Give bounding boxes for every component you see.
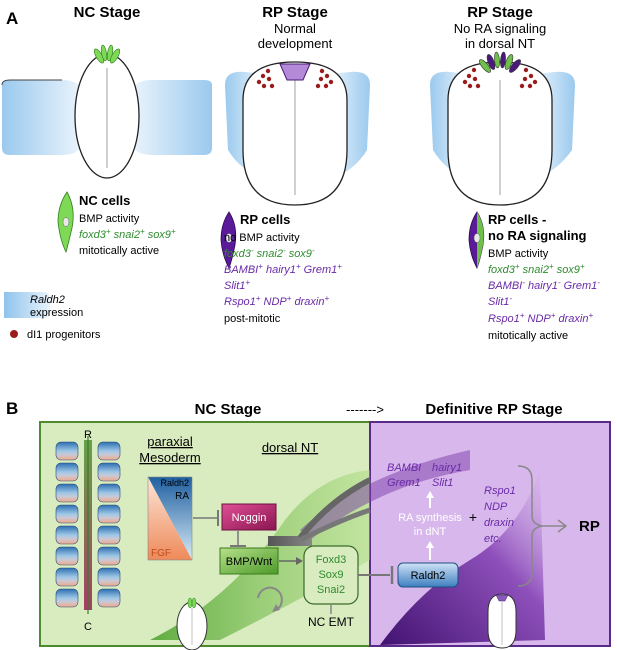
rp-nora-subtitle-2: in dorsal NT bbox=[465, 36, 535, 51]
grem1-label: Grem1 bbox=[387, 477, 421, 489]
plus-sign: + bbox=[469, 509, 477, 525]
bambi-label: BAMBI bbox=[387, 462, 421, 474]
rp-cells-line6: post-mitotic bbox=[224, 313, 281, 325]
embryo-axis-somites bbox=[55, 436, 121, 614]
rp-normal-subtitle-1: Normal bbox=[274, 21, 316, 36]
grad-raldh2-label: Raldh2 bbox=[160, 478, 189, 488]
bmp-to-foxd3-arrowhead bbox=[296, 557, 303, 565]
rp-cells-genes-rp3: Rspo1+ NDP+ draxin+ bbox=[224, 294, 329, 309]
rp-nora-heading-2: no RA signaling bbox=[488, 228, 587, 243]
rp-cells-genes-nc: foxd3- snai2- sox9- bbox=[224, 246, 315, 261]
grey-inhibition-bar bbox=[268, 477, 372, 546]
rp-normal-neural-tube-diagram bbox=[225, 61, 370, 206]
panel-b-label: B bbox=[6, 399, 18, 418]
rp-nora-line1: BMP activity bbox=[488, 248, 549, 260]
nc-emt-label: NC EMT bbox=[308, 615, 355, 629]
axis-caudal-label: C bbox=[84, 621, 92, 633]
rp-stage-nora-title: RP Stage bbox=[467, 4, 533, 21]
nc-cells-genes: foxd3+ snai2+ sox9+ bbox=[79, 227, 176, 242]
ra-synthesis-label-1: RA synthesis bbox=[398, 512, 462, 524]
sox9-label: Sox9 bbox=[318, 569, 343, 581]
nc-cells-line3: mitotically active bbox=[79, 245, 159, 257]
draxin-label: draxin bbox=[484, 517, 514, 529]
axis-rostral-label: R bbox=[84, 429, 92, 441]
panel-b-nc-stage-title: NC Stage bbox=[195, 401, 262, 418]
rp-neural-tube-small bbox=[487, 593, 517, 649]
nc-neural-tube-small bbox=[176, 597, 208, 650]
nc-cells-heading: NC cells bbox=[79, 193, 130, 208]
dorsal-nt-label: dorsal NT bbox=[262, 440, 318, 455]
rp-nora-heading-1: RP cells - bbox=[488, 212, 546, 227]
rp-cells-heading: RP cells bbox=[240, 212, 290, 227]
legend-raldh2-line1: Raldh2 bbox=[30, 294, 65, 306]
rp-nora-subtitle-1: No RA signaling bbox=[454, 21, 547, 36]
purple-wedge-upper bbox=[300, 450, 470, 540]
rp-nora-genes-nc: foxd3+ snai2+ sox9+ bbox=[488, 262, 585, 277]
grad-fgf-label: FGF bbox=[151, 548, 171, 559]
paraxial-label-1: paraxial bbox=[147, 434, 193, 449]
legend-raldh2-line2: expression bbox=[30, 307, 83, 319]
bmp-wnt-box bbox=[219, 547, 279, 575]
slit1-label: Slit1 bbox=[432, 477, 453, 489]
nc-cells-line1: BMP activity bbox=[79, 213, 140, 225]
etc-label: etc. bbox=[484, 533, 502, 545]
noggin-label: Noggin bbox=[232, 512, 267, 524]
rp-nora-line6: mitotically active bbox=[488, 330, 568, 342]
panel-b-definitive-title: Definitive RP Stage bbox=[425, 401, 562, 418]
rp-cell-nora-icon bbox=[468, 211, 485, 269]
paraxial-label-2: Mesoderm bbox=[139, 450, 200, 465]
nc-cell-icon bbox=[57, 191, 74, 254]
ra-synthesis-label-2: in dNT bbox=[414, 526, 447, 538]
nc-stage-title: NC Stage bbox=[74, 4, 141, 21]
grad-ra-label: RA bbox=[175, 491, 189, 502]
foxd3-label: Foxd3 bbox=[316, 554, 347, 566]
rp-stage-normal-title: RP Stage bbox=[262, 4, 328, 21]
rp-cells-genes-rp2: Slit1+ bbox=[224, 278, 250, 293]
ra-fgf-gradient-square bbox=[147, 476, 193, 561]
ndp-label: NDP bbox=[484, 501, 508, 513]
rp-normal-subtitle-2: development bbox=[258, 36, 333, 51]
cell-cycle-icon bbox=[257, 586, 283, 612]
nc-stage-neural-tube-diagram bbox=[1, 44, 212, 179]
raldh2-box-label: Raldh2 bbox=[411, 570, 446, 582]
stage-transition-arrow: -------> bbox=[346, 402, 384, 417]
rp-label: RP bbox=[579, 518, 600, 535]
rp-cell-icon bbox=[220, 211, 237, 269]
bmp-wnt-label: BMP/Wnt bbox=[226, 556, 272, 568]
rp-nora-genes-rp3: Rspo1+ NDP+ draxin+ bbox=[488, 311, 593, 326]
panel-a-label: A bbox=[6, 9, 18, 28]
rp-cells-line1: no BMP activity bbox=[224, 232, 300, 244]
legend-dl1-label: dI1 progenitors bbox=[27, 329, 101, 341]
rp-nora-neural-tube-diagram bbox=[430, 51, 575, 206]
rspo1-label: Rspo1 bbox=[484, 485, 516, 497]
raldh2-box bbox=[397, 562, 459, 588]
noggin-box bbox=[221, 503, 277, 531]
ra-to-targets-arrowhead bbox=[426, 491, 434, 498]
rp-cells-genes-rp1: BAMBI+ hairy1+ Grem1+ bbox=[224, 262, 342, 277]
legend-raldh2-swatch bbox=[4, 292, 50, 318]
legend-dl1-dot bbox=[10, 330, 18, 338]
rp-nora-genes-rp2: Slit1- bbox=[488, 294, 512, 309]
raldh2-to-ra-arrowhead bbox=[426, 541, 434, 548]
to-rp-arrowhead bbox=[557, 519, 568, 533]
hairy1-label: hairy1 bbox=[432, 462, 462, 474]
snai2-label: Snai2 bbox=[317, 584, 345, 596]
rp-nora-genes-rp1: BAMBI- hairy1- Grem1- bbox=[488, 278, 600, 293]
